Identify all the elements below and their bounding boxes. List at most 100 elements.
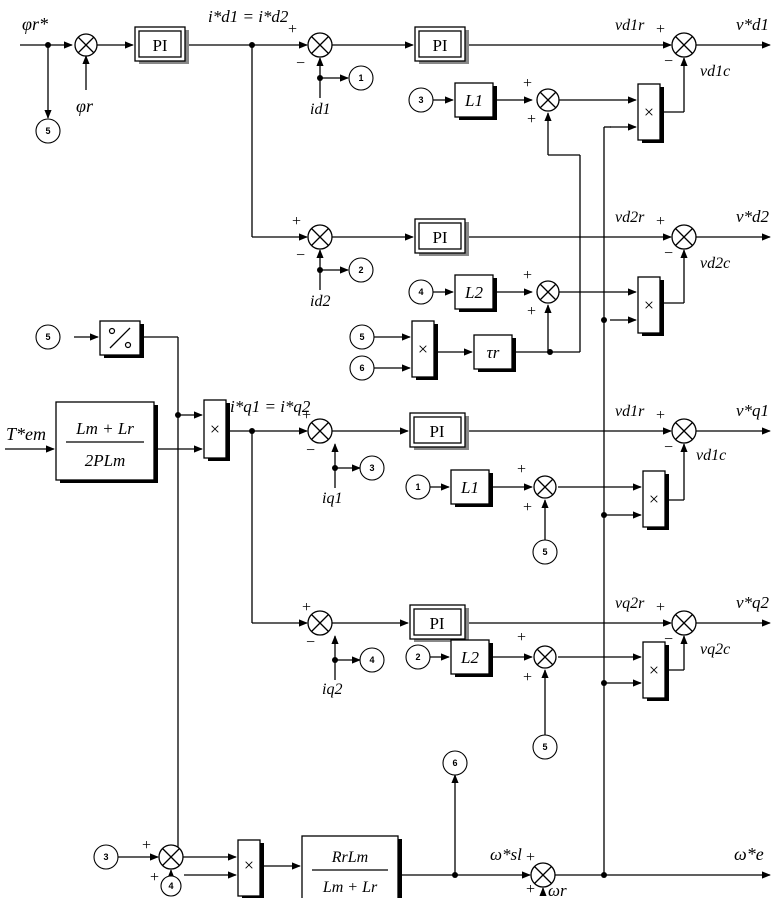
- svg-text:×: ×: [644, 295, 654, 315]
- node-4-q2: 4: [359, 647, 385, 673]
- node-5-q2: 5: [532, 734, 558, 760]
- l2-block-d: L2: [454, 274, 497, 312]
- sum-junction-slip-in: [158, 844, 184, 870]
- svg-text:5: 5: [359, 332, 364, 342]
- pi-label: PI: [429, 422, 444, 441]
- sum-junction-d1-comp: [536, 88, 560, 112]
- svg-text:3: 3: [103, 852, 108, 862]
- l1-block-d: L1: [454, 82, 497, 120]
- label-vd1r: vd1r: [615, 17, 645, 34]
- svg-text:+: +: [288, 21, 297, 38]
- svg-text:1: 1: [358, 73, 363, 83]
- sum-junction-d2-out: [671, 224, 697, 250]
- multiplier-d1: ×: [637, 83, 664, 143]
- svg-text:4: 4: [369, 655, 374, 665]
- svg-text:+: +: [523, 499, 532, 516]
- label-vd1-out: v*d1: [736, 15, 769, 34]
- svg-text:+: +: [292, 213, 301, 230]
- svg-text:+: +: [656, 599, 665, 616]
- svg-text:+: +: [150, 869, 159, 886]
- tau-r-block: τr: [473, 334, 516, 372]
- svg-text:−: −: [664, 631, 673, 648]
- svg-text:+: +: [517, 629, 526, 646]
- svg-text:5: 5: [45, 332, 50, 342]
- sum-junction-q2: [307, 610, 333, 636]
- node-2-d2: 2: [348, 257, 374, 283]
- svg-text:−: −: [664, 53, 673, 70]
- svg-text:×: ×: [210, 419, 220, 439]
- sum-junction-d1: [307, 32, 333, 58]
- label-tem-ref: T*em: [6, 424, 46, 444]
- svg-text:4: 4: [418, 287, 423, 297]
- l2-block-q: L2: [450, 639, 493, 677]
- multiplier-q2: ×: [642, 641, 669, 701]
- svg-text:L2: L2: [464, 283, 483, 302]
- node-1-d1: 1: [348, 65, 374, 91]
- sum-junction-q1: [307, 418, 333, 444]
- svg-text:L2: L2: [460, 648, 479, 667]
- sum-junction-q1-out: [671, 418, 697, 444]
- node-3-slip: 3: [93, 844, 119, 870]
- multiplier-q1: ×: [642, 470, 669, 530]
- node-4-d2: 4: [408, 279, 434, 305]
- sign-labels: + − + − + + + − + − + + + − + − + + + − …: [142, 21, 673, 898]
- pi-label: PI: [152, 36, 167, 55]
- sum-junction-q2-comp: [533, 645, 557, 669]
- l1-block-q: L1: [450, 469, 493, 507]
- pi-block-d1: PI: [414, 26, 469, 64]
- svg-text:−: −: [664, 245, 673, 262]
- svg-text:4: 4: [168, 881, 173, 891]
- svg-text:L1: L1: [464, 91, 483, 110]
- svg-text:−: −: [296, 247, 305, 264]
- pi-label: PI: [429, 614, 444, 633]
- svg-text:5: 5: [45, 126, 50, 136]
- signal-labels: φr* φr i*d1 = i*d2 id1 id2 i*q1 = i*q2 i…: [6, 7, 770, 898]
- node-5-q1: 5: [532, 539, 558, 565]
- pi-block-q2: PI: [409, 604, 469, 642]
- svg-text:×: ×: [649, 489, 659, 509]
- label-vd2c: vd2c: [700, 255, 730, 272]
- svg-text:+: +: [656, 21, 665, 38]
- node-6-slip: 6: [442, 750, 468, 776]
- svg-text:+: +: [142, 837, 151, 854]
- svg-text:+: +: [527, 303, 536, 320]
- svg-text:+: +: [302, 599, 311, 616]
- svg-text:L1: L1: [460, 478, 479, 497]
- multiplier-slip: ×: [237, 839, 264, 898]
- label-phi-r-ref: φr*: [22, 14, 48, 34]
- svg-text:5: 5: [542, 547, 547, 557]
- sum-junction-d2: [307, 224, 333, 250]
- label-iq2: iq2: [322, 681, 342, 698]
- svg-text:Lm + Lr: Lm + Lr: [75, 419, 134, 438]
- svg-text:+: +: [527, 111, 536, 128]
- svg-text:−: −: [306, 442, 315, 459]
- label-vq1r: vd1r: [615, 403, 645, 420]
- node-2-q2: 2: [405, 644, 431, 670]
- sum-junction-q1-comp: [533, 475, 557, 499]
- label-iq-ref: i*q1 = i*q2: [230, 397, 311, 416]
- sum-junction-d1-out: [671, 32, 697, 58]
- gain-block-iq: Lm + Lr 2PLm: [55, 401, 158, 483]
- svg-text:RrLm: RrLm: [331, 849, 368, 866]
- svg-text:2: 2: [358, 265, 363, 275]
- multiplier-tau: ×: [411, 320, 438, 380]
- pi-block-q1: PI: [409, 412, 469, 450]
- svg-text:Lm + Lr: Lm + Lr: [322, 879, 378, 896]
- connector-nodes: 5 1 3 2 4 5 6 5 3 1 5 4 2 5 6 3 4: [35, 65, 558, 897]
- svg-text:3: 3: [418, 95, 423, 105]
- multiplier-d2: ×: [637, 276, 664, 336]
- label-id2: id2: [310, 293, 330, 310]
- node-6-tau: 6: [349, 355, 375, 381]
- svg-text:6: 6: [359, 363, 364, 373]
- svg-text:+: +: [523, 669, 532, 686]
- label-vd2r: vd2r: [615, 209, 645, 226]
- svg-text:+: +: [526, 881, 535, 898]
- node-4-slip: 4: [160, 875, 182, 897]
- label-id-ref: i*d1 = i*d2: [208, 7, 289, 26]
- svg-text:5: 5: [542, 742, 547, 752]
- label-wr: ωr: [548, 881, 567, 898]
- gain-block-slip: RrLm Lm + Lr: [301, 835, 402, 898]
- label-id1: id1: [310, 101, 330, 118]
- pi-block-d2: PI: [414, 218, 469, 256]
